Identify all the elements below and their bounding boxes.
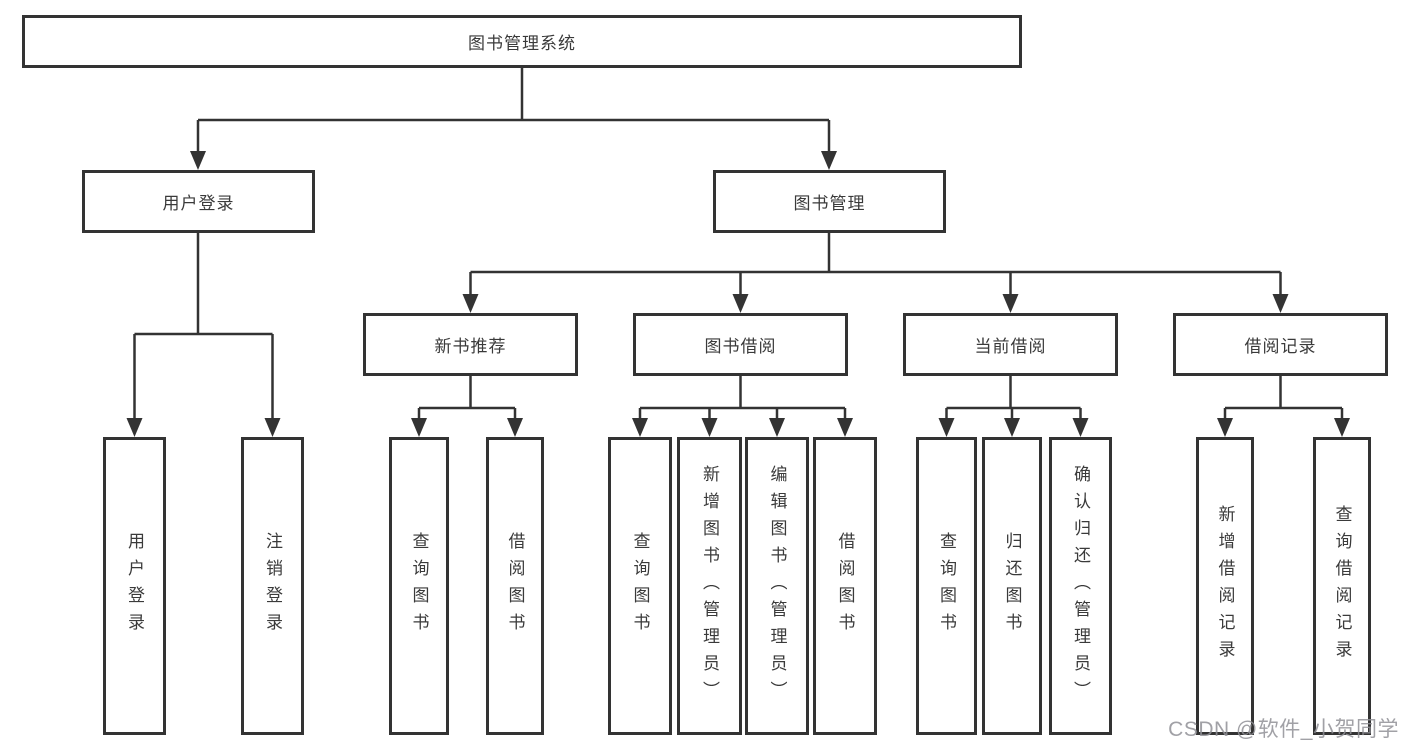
leaf-br-add-borrow-record: 新增借阅记录 [1196,437,1254,735]
connector-book-mgmt-split [469,233,1282,296]
leaf-bb-add-books-admin-label: 新增图书（管理员） [700,464,719,708]
leaf-br-add-borrow-record-label: 新增借阅记录 [1215,505,1235,667]
leaf-cb-return-books: 归还图书 [982,437,1042,735]
leaf-bb-edit-books-admin-label: 编辑图书（管理员） [767,464,787,708]
arrowheads-current-borrow-split [938,418,1089,437]
leaf-bb-add-books-admin: 新增图书（管理员） [677,437,742,735]
leaf-nb-borrow-books-label: 借阅图书 [505,532,525,640]
node-current-borrow-label: 当前借阅 [974,337,1047,356]
node-book-borrow-label: 图书借阅 [704,337,777,356]
node-root-library-system: 图书管理系统 [22,15,1022,68]
connector-current-borrow-split [945,376,1082,420]
leaf-cb-confirm-return-admin-label: 确认归还（管理员） [1071,464,1090,708]
leaf-br-query-borrow-record: 查询借阅记录 [1313,437,1371,735]
connector-user-login-split [133,233,274,420]
leaf-bb-query-books-label: 查询图书 [630,532,650,640]
node-user-login-label: 用户登录 [162,194,235,213]
leaf-cb-query-books-label: 查询图书 [937,532,956,640]
node-book-mgmt: 图书管理 [713,170,946,233]
arrowheads-borrow-records-split [1217,418,1350,437]
leaf-nb-query-books-label: 查询图书 [409,532,429,640]
connector-root-split [196,68,831,153]
leaf-nb-borrow-books: 借阅图书 [486,437,544,735]
csdn-watermark: CSDN @软件_小贺同学 [1168,718,1399,741]
node-current-borrow: 当前借阅 [903,313,1118,376]
leaf-logout-login-label: 注销登录 [263,532,282,640]
leaf-user-login: 用户登录 [103,437,166,735]
arrowheads-book-mgmt-split [462,294,1289,313]
arrow-to-book-mgmt [821,151,837,170]
leaf-nb-query-books: 查询图书 [389,437,449,735]
leaf-bb-borrow-books: 借阅图书 [813,437,877,735]
leaf-br-query-borrow-record-label: 查询借阅记录 [1332,505,1352,667]
node-root-label: 图书管理系统 [468,34,576,53]
node-user-login: 用户登录 [82,170,315,233]
leaf-cb-return-books-label: 归还图书 [1002,532,1022,640]
leaf-cb-confirm-return-admin: 确认归还（管理员） [1049,437,1112,735]
leaf-cb-query-books: 查询图书 [916,437,977,735]
connector-borrow-records-split [1223,376,1344,420]
node-book-mgmt-label: 图书管理 [793,194,866,213]
connector-new-books-split [417,376,517,420]
arrow-to-user-login [190,151,206,170]
connector-book-borrow-split [638,376,847,420]
arrowheads-root-split [190,151,837,170]
leaf-bb-query-books: 查询图书 [608,437,672,735]
leaf-logout-login: 注销登录 [241,437,304,735]
node-book-borrow: 图书借阅 [633,313,848,376]
leaf-bb-borrow-books-label: 借阅图书 [835,532,855,640]
arrowheads-new-books-split [411,418,523,437]
node-borrow-records: 借阅记录 [1173,313,1388,376]
node-new-books-label: 新书推荐 [434,337,507,356]
node-new-books: 新书推荐 [363,313,578,376]
arrowheads-book-borrow-split [632,418,853,437]
node-borrow-records-label: 借阅记录 [1244,337,1317,356]
leaf-user-login-label: 用户登录 [125,532,144,640]
leaf-bb-edit-books-admin: 编辑图书（管理员） [745,437,809,735]
arrowheads-user-login-split [126,418,281,437]
